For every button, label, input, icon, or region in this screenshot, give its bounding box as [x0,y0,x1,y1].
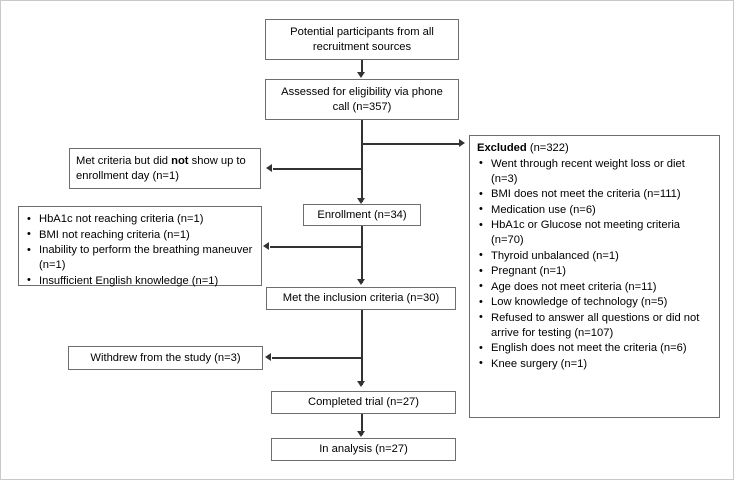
node-completed-trial: Completed trial (n=27) [271,391,456,414]
no-show-text-after: show up to enrollment day (n=1) [76,154,246,182]
node-met-inclusion-criteria-label: Met the inclusion criteria (n=30) [282,292,440,305]
node-excluded: Excluded (n=322) Went through recent wei… [469,135,720,418]
criteria-failures-list: HbA1c not reaching criteria (n=1) BMI no… [25,212,255,289]
arrowhead-to-criteria-failures [263,242,269,251]
node-potential-participants-label: Potential participants from all recruitm… [290,25,434,53]
node-withdrew-label: Withdrew from the study (n=3) [90,351,241,364]
list-item: Went through recent weight loss or diet … [477,156,712,187]
connector-node4-node5 [361,310,363,385]
list-item: Age does not meet criteria (n=11) [477,279,712,295]
connector-to-withdrew [272,357,362,359]
connector-to-excluded [361,143,461,145]
node-assessed-eligibility-label: Assessed for eligibility via phone call … [281,85,443,113]
arrowhead-node3-node4 [357,279,366,285]
arrowhead-node5-node6 [357,431,366,437]
list-item: Thyroid unbalanced (n=1) [477,248,712,264]
arrowhead-node2-node3 [357,198,366,204]
connector-node2-node3 [361,120,363,202]
node-did-not-show-up: Met criteria but did not show up to enro… [69,148,261,189]
node-completed-trial-label: Completed trial (n=27) [308,396,419,409]
list-item: Low knowledge of technology (n=5) [477,295,712,310]
connector-node5-node6 [361,414,363,435]
list-item: HbA1c or Glucose not meeting criteria (n… [477,218,712,248]
node-in-analysis: In analysis (n=27) [271,438,456,461]
arrowhead-node1-node2 [357,72,366,78]
node-potential-participants: Potential participants from all recruitm… [265,19,459,60]
connector-node1-node2 [361,60,363,74]
node-withdrew-from-study: Withdrew from the study (n=3) [68,346,263,370]
arrowhead-to-excluded [459,139,465,148]
arrowhead-to-no-show [266,164,272,173]
node-met-inclusion-criteria: Met the inclusion criteria (n=30) [266,287,456,310]
list-item: Medication use (n=6) [477,202,712,218]
list-item: Refused to answer all questions or did n… [477,310,712,341]
no-show-text-before: Met criteria but did [76,154,172,167]
excluded-list: Went through recent weight loss or diet … [477,156,712,372]
node-enrollment: Enrollment (n=34) [303,204,421,226]
excluded-title-count: (n=322) [526,142,569,154]
arrowhead-to-withdrew [265,353,271,362]
excluded-title: Excluded (n=322) [477,141,712,156]
node-enrollment-label: Enrollment (n=34) [317,208,407,221]
node-assessed-eligibility: Assessed for eligibility via phone call … [265,79,459,120]
excluded-title-bold: Excluded [477,142,527,154]
node-criteria-failures: HbA1c not reaching criteria (n=1) BMI no… [18,206,262,289]
list-item: HbA1c not reaching criteria (n=1) [25,212,255,227]
list-item: BMI does not meet the criteria (n=111) [477,187,712,202]
connector-to-no-show [273,168,362,170]
no-show-text-bold: not [171,154,189,167]
connector-node3-node4 [361,226,363,283]
list-item: Insufficient English knowledge (n=1) [25,273,255,289]
connector-to-criteria-failures [270,246,362,248]
node-in-analysis-label: In analysis (n=27) [319,443,408,456]
list-item: BMI not reaching criteria (n=1) [25,227,255,243]
list-item: Pregnant (n=1) [477,264,712,279]
list-item: Inability to perform the breathing maneu… [25,243,255,273]
arrowhead-node4-node5 [357,381,366,387]
list-item: Knee surgery (n=1) [477,356,712,372]
list-item: English does not meet the criteria (n=6) [477,341,712,356]
